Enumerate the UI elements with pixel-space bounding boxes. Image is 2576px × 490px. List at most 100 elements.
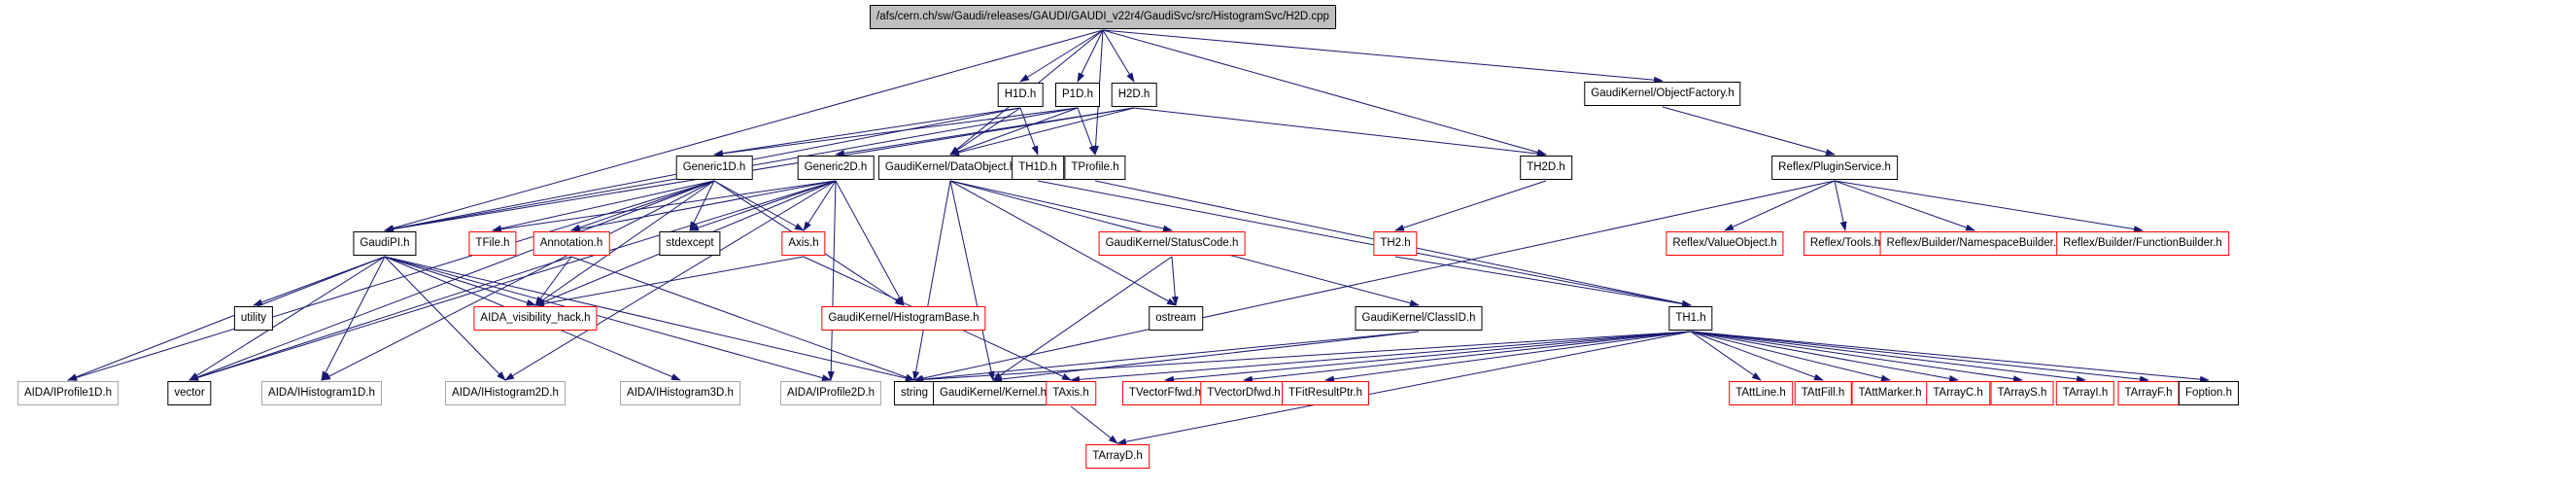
edge-generic1d-axis (713, 180, 805, 231)
node-ostream[interactable]: ostream (1149, 306, 1203, 331)
node-string[interactable]: string (893, 381, 936, 405)
edge-annotation-string (570, 256, 915, 381)
node-statuscode[interactable]: GaudiKernel/StatusCode.h (1098, 231, 1246, 256)
node-vector[interactable]: vector (167, 381, 212, 405)
node-tattmarker[interactable]: TAttMarker.h (1851, 381, 1929, 405)
edge-annotation-vector (189, 256, 572, 381)
node-pluginservice[interactable]: Reflex/PluginService.h (1771, 156, 1898, 180)
node-generic1d[interactable]: Generic1D.h (675, 156, 753, 180)
edge-gaudipi-vector (189, 256, 386, 381)
node-taxis[interactable]: TAxis.h (1046, 381, 1096, 405)
edge-th1-string (913, 331, 1692, 383)
node-stdexcept[interactable]: stdexcept (659, 231, 721, 256)
edge-axis-aidavis (534, 256, 805, 307)
edge-gaudipi-ihistogram2d (384, 256, 506, 381)
edge-title-h2d (1102, 29, 1135, 83)
node-aidavis[interactable]: AIDA_visibility_hack.h (473, 306, 598, 331)
node-axis[interactable]: Axis.h (781, 231, 826, 256)
edge-annotation-aidavis (534, 256, 572, 306)
node-tvectorffwd[interactable]: TVectorFfwd.h (1121, 381, 1209, 405)
node-iprofile1d[interactable]: AIDA/IProfile1D.h (17, 381, 120, 405)
node-tools[interactable]: Reflex/Tools.h (1803, 231, 1888, 256)
node-iprofile2d[interactable]: AIDA/IProfile2D.h (779, 381, 882, 405)
node-tarrayf[interactable]: TArrayF.h (2117, 381, 2180, 405)
node-utility[interactable]: utility (233, 306, 274, 331)
edge-th1-tarrayi (1690, 331, 2086, 383)
edge-p1d-generic1d (713, 107, 1079, 158)
edge-pluginservice-valueobject (1724, 180, 1836, 231)
node-tfile[interactable]: TFile.h (468, 231, 517, 256)
edge-th1-tarrayf (1690, 331, 2149, 383)
node-th1dh[interactable]: TH1D.h (1012, 156, 1064, 180)
node-tattfill[interactable]: TAttFill.h (1794, 381, 1852, 405)
node-th2dh[interactable]: TH2D.h (1520, 156, 1572, 180)
node-p1d[interactable]: P1D.h (1055, 83, 1100, 107)
node-nsbuilder[interactable]: Reflex/Builder/NamespaceBuilder.h (1879, 231, 2070, 256)
edge-objectfactory-pluginservice (1662, 106, 1836, 156)
node-tattline[interactable]: TAttLine.h (1729, 381, 1793, 405)
node-tarrayd[interactable]: TArrayD.h (1085, 444, 1150, 469)
node-tvectordfwd[interactable]: TVectorDfwd.h (1200, 381, 1288, 405)
edge-h2d-gaudipi (384, 107, 1135, 233)
node-kernel[interactable]: GaudiKernel/Kernel.h (933, 381, 1053, 405)
node-valueobject[interactable]: Reflex/ValueObject.h (1666, 231, 1784, 256)
node-tfitresultptr[interactable]: TFitResultPtr.h (1281, 381, 1370, 405)
edge-h1d-th1dh (1019, 107, 1039, 156)
edge-th1-tvectordfwd (1243, 331, 1692, 383)
edge-gaudipi-string (384, 256, 915, 382)
edge-dataobject-kernel (949, 180, 995, 381)
edge-gaudipi-aidavis (384, 256, 536, 306)
edge-dataobject-ostream (949, 180, 1177, 306)
node-title: /afs/cern.ch/sw/Gaudi/releases/GAUDI/GAU… (870, 5, 1336, 29)
node-tprofile[interactable]: TProfile.h (1064, 156, 1126, 180)
node-gaudipi[interactable]: GaudiPI.h (353, 231, 417, 256)
edge-th1-tarrayd (1116, 331, 1692, 445)
node-objectfactory[interactable]: GaudiKernel/ObjectFactory.h (1584, 82, 1741, 106)
edge-generic2d-histogrambase (835, 180, 905, 306)
edge-generic1d-vector (189, 180, 715, 381)
edge-title-th2dh (1102, 29, 1547, 156)
edge-th1-tfitresultptr (1324, 331, 1692, 383)
edge-pluginservice-fnbuilder (1834, 180, 2144, 233)
edge-generic1d-annotation (570, 180, 715, 231)
edge-h2d-dataobject (949, 107, 1135, 157)
node-histogrambase[interactable]: GaudiKernel/HistogramBase.h (821, 306, 986, 331)
node-tarrayc[interactable]: TArrayC.h (1926, 381, 1990, 405)
node-generic2d[interactable]: Generic2D.h (797, 156, 875, 180)
edge-p1d-dataobject (949, 107, 1079, 156)
edge-statuscode-kernel (992, 256, 1173, 381)
node-classid[interactable]: GaudiKernel/ClassID.h (1355, 306, 1483, 331)
node-annotation[interactable]: Annotation.h (532, 231, 610, 256)
node-fnbuilder[interactable]: Reflex/Builder/FunctionBuilder.h (2056, 231, 2229, 256)
node-ihistogram1d[interactable]: AIDA/IHistogram1D.h (261, 381, 382, 405)
edge-classid-kernel (992, 331, 1420, 383)
edge-th1-taxis (1070, 331, 1692, 383)
edge-classid-string (913, 331, 1420, 383)
edge-gaudipi-iprofile2d (384, 256, 832, 381)
edge-generic2d-annotation (570, 180, 837, 232)
edge-gaudipi-iprofile1d (67, 256, 386, 381)
edge-title-objectfactory (1102, 29, 1664, 84)
node-th1[interactable]: TH1.h (1668, 306, 1713, 331)
node-h2d[interactable]: H2D.h (1111, 83, 1157, 107)
node-dataobject[interactable]: GaudiKernel/DataObject.h (877, 156, 1023, 180)
node-ihistogram2d[interactable]: AIDA/IHistogram2D.h (445, 381, 566, 405)
node-th2[interactable]: TH2.h (1373, 231, 1418, 256)
edge-pluginservice-nsbuilder (1834, 180, 1975, 231)
edge-th1-tattline (1690, 331, 1762, 381)
edge-th1-tvectorffwd (1164, 331, 1692, 383)
edge-generic2d-tfile (492, 180, 837, 233)
node-foption[interactable]: Foption.h (2179, 381, 2239, 405)
node-tarrayi[interactable]: TArrayI.h (2055, 381, 2115, 405)
edge-th1-foption (1690, 331, 2210, 383)
edge-statuscode-ostream (1171, 256, 1179, 306)
edge-pluginservice-tools (1834, 180, 1847, 231)
edge-generic2d-stdexcept (689, 180, 837, 231)
edge-generic2d-vector (189, 180, 837, 381)
node-tarrays[interactable]: TArrayS.h (1990, 381, 2054, 405)
node-h1d[interactable]: H1D.h (997, 83, 1044, 107)
edge-title-p1d (1077, 29, 1104, 83)
node-ihistogram3d[interactable]: AIDA/IHistogram3D.h (620, 381, 740, 405)
